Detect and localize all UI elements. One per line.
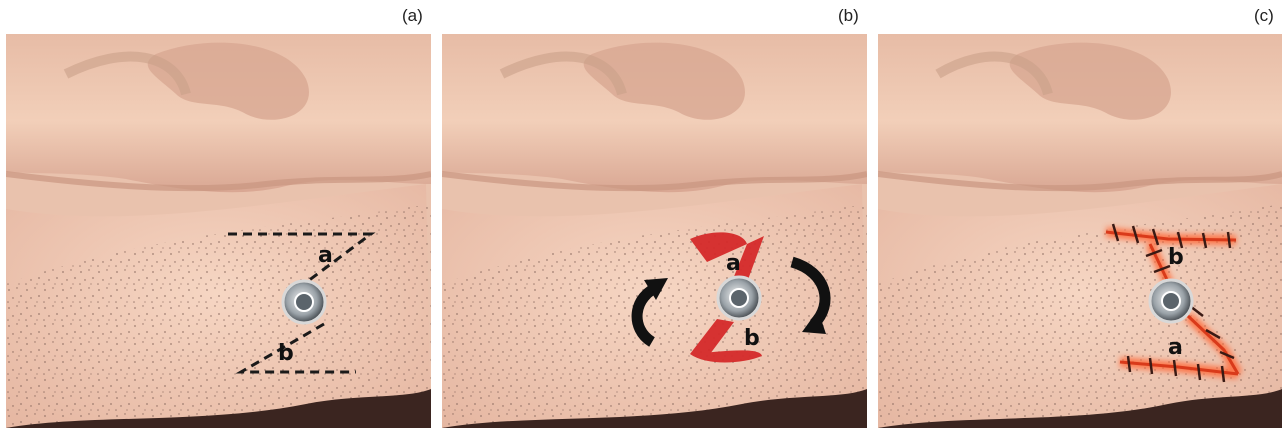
panel-b-label: (b) (838, 6, 859, 26)
segment-letter-b: b (1168, 245, 1184, 270)
segment-letter-b: b (278, 341, 294, 366)
panel-c-label: (c) (1254, 6, 1274, 26)
panel-a-label: (a) (402, 6, 423, 26)
segment-letter-a: a (1168, 335, 1183, 360)
panel-c: b a (878, 34, 1282, 428)
panel-c-illustration: b a (878, 34, 1282, 428)
panel-b: a b (442, 34, 867, 428)
panel-a-illustration: a b (6, 34, 431, 428)
segment-letter-b: b (744, 326, 760, 351)
segment-letter-a: a (318, 243, 333, 268)
panel-a: a b (6, 34, 431, 428)
segment-letter-a: a (726, 251, 741, 276)
panel-b-illustration: a b (442, 34, 867, 428)
